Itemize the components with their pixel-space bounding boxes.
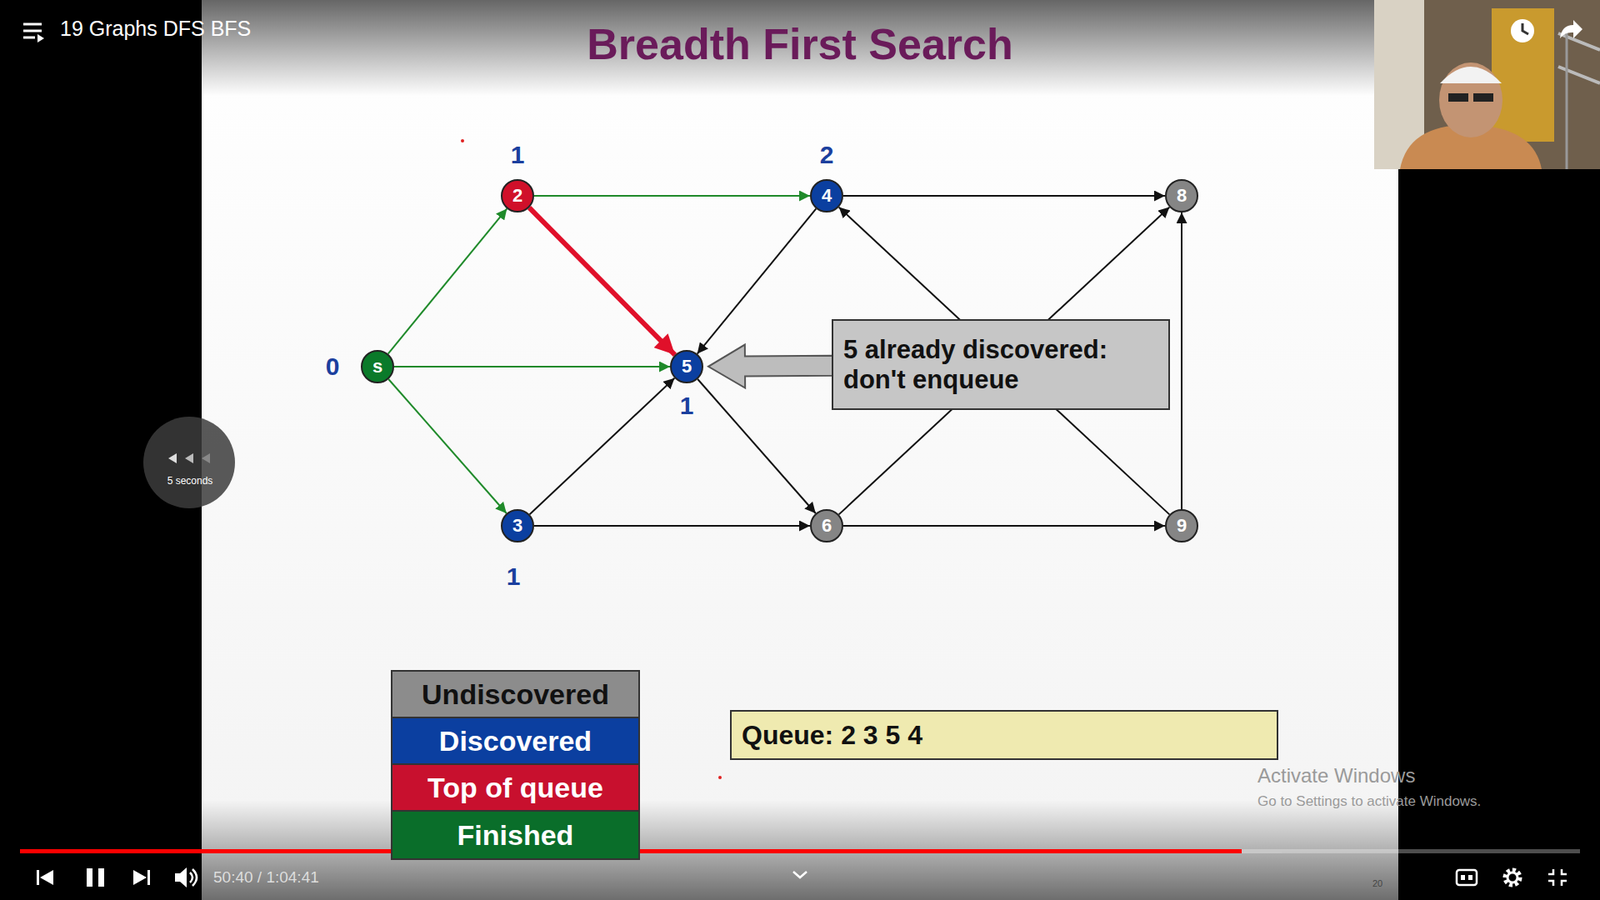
slide-background bbox=[201, 0, 1399, 900]
graph-vertex: 5 bbox=[670, 350, 704, 384]
graph-vertex: 8 bbox=[1165, 179, 1199, 213]
graph-edge bbox=[529, 207, 675, 355]
node-label: Queue: 2 3 5 4 bbox=[741, 720, 923, 751]
legend-row: Finished bbox=[392, 811, 639, 859]
graph-vertex: 3 bbox=[500, 509, 535, 543]
graph-edge bbox=[1180, 212, 1183, 510]
queue-box: Queue: 2 3 5 4 bbox=[730, 710, 1279, 760]
watermark: Go to Settings to activate Windows. bbox=[1257, 793, 1481, 810]
player-controls bbox=[36, 867, 1567, 888]
share-icon bbox=[1560, 20, 1583, 39]
callout-box: 5 already discovered: don't enqueue bbox=[831, 319, 1170, 410]
graph-edge bbox=[534, 525, 810, 527]
video-title: 19 Graphs DFS BFS bbox=[60, 16, 251, 41]
seek-text: 5 seconds bbox=[167, 475, 214, 487]
node-label: s bbox=[372, 357, 383, 376]
distance-number: 1 bbox=[510, 140, 525, 170]
legend-row: Discovered bbox=[392, 718, 639, 765]
seek-indicator bbox=[143, 416, 235, 509]
distance-number: 1 bbox=[506, 562, 521, 591]
node-label: 5 bbox=[681, 357, 692, 376]
playlist-icon bbox=[23, 24, 45, 43]
graph-edge bbox=[534, 195, 810, 197]
graph-vertex: 4 bbox=[810, 179, 844, 213]
node-label: 2 bbox=[512, 186, 523, 205]
graph-edge bbox=[530, 378, 675, 515]
node-label: 3 bbox=[512, 516, 523, 535]
graph-edge bbox=[388, 379, 507, 514]
legend-label: Undiscovered bbox=[421, 678, 610, 711]
graph-edge bbox=[697, 208, 817, 354]
legend-row: Top of queue bbox=[392, 765, 639, 812]
watermark: Activate Windows bbox=[1257, 764, 1415, 788]
watch-later-icon bbox=[1510, 19, 1535, 43]
pen-dot bbox=[718, 775, 722, 780]
graph-vertex: 9 bbox=[1165, 509, 1199, 543]
bottom-shade bbox=[0, 800, 1600, 900]
callout-arrow bbox=[708, 345, 834, 389]
distance-number: 0 bbox=[325, 352, 340, 381]
legend-label: Finished bbox=[457, 819, 575, 852]
pen-dot bbox=[460, 139, 465, 143]
distance-number: 1 bbox=[680, 391, 695, 420]
graph-vertex: s bbox=[360, 350, 395, 384]
node-label: 4 bbox=[821, 186, 832, 205]
slide-title: Breadth First Search bbox=[586, 19, 1014, 70]
graph-edge bbox=[843, 525, 1165, 527]
legend-label: Discovered bbox=[439, 725, 592, 758]
top-shade bbox=[0, 0, 1600, 96]
legend-row: Undiscovered bbox=[392, 671, 639, 719]
graph-edge bbox=[843, 195, 1165, 197]
graph-vertex: 6 bbox=[810, 509, 844, 543]
node-label: 5 already discovered: don't enqueue bbox=[843, 335, 1159, 395]
webcam-picture bbox=[1374, 0, 1600, 170]
graph-edge bbox=[697, 379, 816, 514]
legend-label: Top of queue bbox=[427, 771, 604, 805]
slide-number: 20 bbox=[1372, 878, 1383, 889]
distance-number: 2 bbox=[820, 140, 835, 170]
node-label: 9 bbox=[1176, 516, 1187, 535]
time-display: 50:40 / 1:04:41 bbox=[213, 868, 320, 887]
node-label: 8 bbox=[1176, 186, 1187, 205]
graph-edge bbox=[388, 208, 508, 354]
node-label: 6 bbox=[821, 516, 832, 535]
graph-edge bbox=[394, 365, 670, 368]
legend: UndiscoveredDiscoveredTop of queueFinish… bbox=[390, 670, 640, 860]
progress-bar bbox=[20, 849, 1580, 854]
graph-vertex: 2 bbox=[500, 179, 535, 213]
